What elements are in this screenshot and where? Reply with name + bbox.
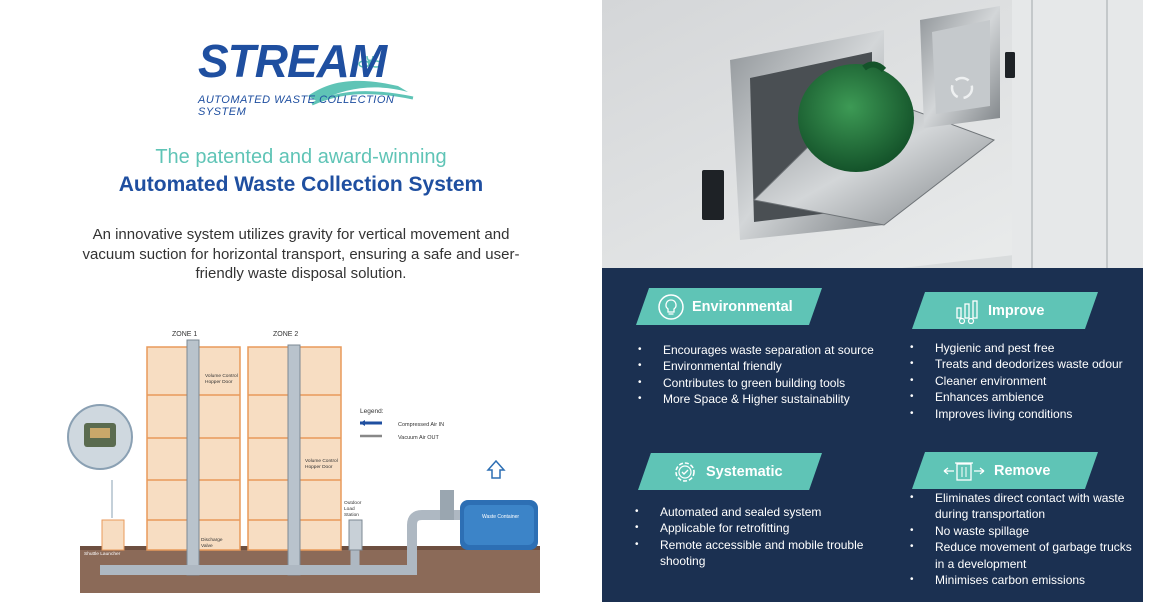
list-item: Eliminates direct contact with waste dur… — [908, 490, 1140, 523]
intro-panel: STREAM AUTOMATED WASTE COLLECTION SYSTEM… — [67, 22, 540, 593]
label-shuttle: Shuttle Launcher — [84, 551, 121, 557]
card-reader-left — [702, 170, 724, 220]
bin-arrows-icon — [943, 461, 985, 481]
banner-environmental: Environmental — [636, 288, 822, 325]
label-hopper-2b: Hopper Door — [305, 464, 333, 470]
label-discharge-a: Discharge — [201, 537, 223, 543]
tagline-line-1: The patented and award-winning — [155, 146, 447, 168]
list-item: Hygienic and pest free — [908, 340, 1140, 357]
title-environmental: Environmental — [692, 298, 793, 315]
recycle-icon — [950, 76, 974, 100]
chute-zone-1 — [186, 339, 200, 576]
label-hopper-1b: Hopper Door — [205, 379, 233, 385]
stream-logo: STREAM AUTOMATED WASTE COLLECTION SYSTEM — [190, 22, 420, 118]
list-item: More Space & Higher sustainability — [636, 391, 876, 408]
list-item: Remote accessible and mobile trouble sho… — [633, 537, 873, 570]
list-remove: Eliminates direct contact with waste dur… — [908, 490, 1140, 589]
transport-pipe — [100, 510, 470, 575]
green-bag — [798, 64, 914, 172]
label-outdoor-b: Load — [344, 506, 355, 512]
card-reader-right — [1005, 52, 1015, 78]
chute-zone-2 — [287, 344, 301, 576]
list-item: Reduce movement of garbage trucks in a d… — [908, 539, 1140, 572]
legend-in: Compressed Air IN — [398, 422, 444, 428]
list-item: No waste spillage — [908, 523, 1140, 540]
legend-title: Legend: — [360, 408, 384, 415]
label-hopper-2a: Volume Control — [305, 458, 338, 464]
list-item: Improves living conditions — [908, 406, 1140, 423]
list-improve: Hygienic and pest free Treats and deodor… — [908, 340, 1140, 422]
features-panel: Environmental Encourages waste separatio… — [602, 268, 1143, 602]
list-item: Cleaner environment — [908, 373, 1140, 390]
gear-check-icon — [675, 461, 695, 482]
list-item: Automated and sealed system — [633, 504, 873, 521]
label-container: Waste Container — [482, 514, 519, 520]
banner-systematic: Systematic — [638, 453, 822, 490]
title-systematic: Systematic — [706, 463, 783, 480]
logo-subtitle: AUTOMATED WASTE COLLECTION SYSTEM — [198, 94, 395, 118]
zone-2-label: ZONE 2 — [273, 331, 298, 338]
system-description: An innovative system utilizes gravity fo… — [82, 226, 520, 282]
lightbulb-icon — [658, 293, 684, 320]
list-systematic: Automated and sealed system Applicable f… — [633, 504, 873, 570]
system-diagram: Legend: Compressed Air IN Vacuum Air OUT… — [67, 331, 540, 593]
title-improve: Improve — [988, 302, 1045, 319]
chart-gears-icon — [956, 299, 978, 324]
logo-wordmark: STREAM — [198, 35, 387, 87]
label-outdoor-a: Outdoor — [344, 500, 362, 506]
list-item: Minimises carbon emissions — [908, 572, 1140, 589]
tagline-line-2: Automated Waste Collection System — [118, 173, 484, 196]
banner-improve: Improve — [912, 292, 1098, 329]
list-item: Applicable for retrofitting — [633, 520, 873, 537]
waste-container — [440, 459, 538, 550]
legend-out: Vacuum Air OUT — [398, 435, 439, 441]
banner-remove: Remove — [912, 452, 1098, 489]
wave-logo-icon — [308, 56, 414, 106]
list-item: Treats and deodorizes waste odour — [908, 356, 1140, 373]
list-item: Environmental friendly — [636, 358, 876, 375]
zone-1-label: ZONE 1 — [172, 331, 197, 338]
list-item: Contributes to green building tools — [636, 375, 876, 392]
outdoor-load-station — [348, 519, 363, 551]
title-remove: Remove — [994, 462, 1051, 479]
label-outdoor-c: Station — [344, 512, 359, 518]
list-environmental: Encourages waste separation at source En… — [636, 342, 876, 408]
waste-inlet-photo — [602, 0, 1143, 268]
label-discharge-b: Valve — [201, 543, 213, 549]
list-item: Encourages waste separation at source — [636, 342, 876, 359]
label-hopper-1a: Volume Control — [205, 373, 238, 379]
shuttle-launcher — [67, 404, 133, 551]
list-item: Enhances ambience — [908, 389, 1140, 406]
